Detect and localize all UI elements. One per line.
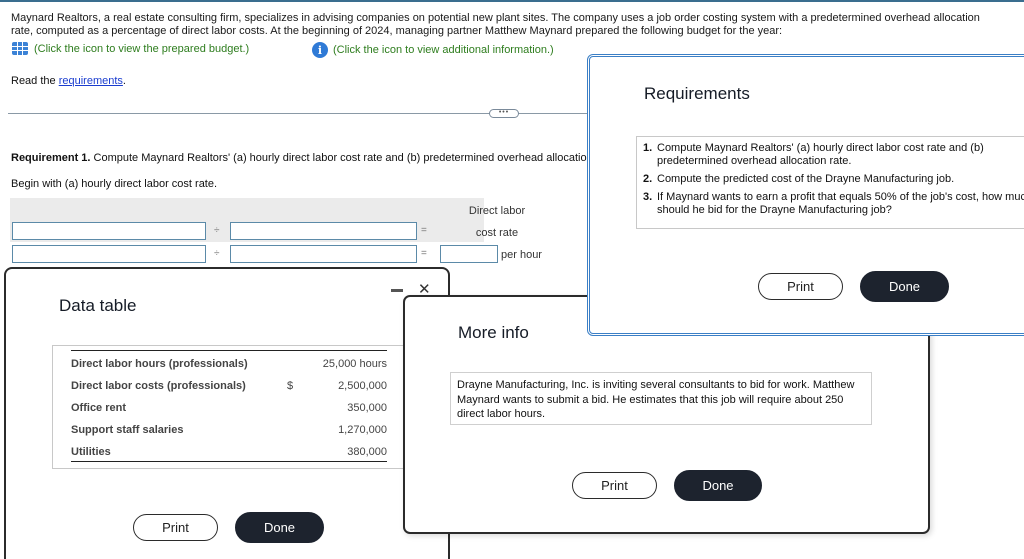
data-table: Direct labor hours (professionals) 25,00… — [52, 345, 412, 469]
info-hint-text: (Click the icon to view additional infor… — [333, 44, 554, 56]
row-label: Direct labor hours (professionals) — [71, 358, 248, 370]
row2-numerator-input[interactable] — [12, 245, 206, 263]
row-label: Office rent — [71, 402, 127, 414]
budget-hint-text: (Click the icon to view the prepared bud… — [34, 42, 250, 55]
labor-rate-result-input[interactable] — [440, 245, 498, 263]
close-icon[interactable]: ✕ — [418, 281, 431, 298]
data-print-button[interactable]: Print — [133, 514, 218, 541]
read-requirements: Read the requirements. — [11, 75, 126, 87]
expand-ellipsis-button[interactable]: ••• — [489, 109, 519, 118]
top-border — [0, 0, 1024, 2]
result-header-line1: Direct labor — [468, 205, 526, 217]
requirement-1-text: Compute Maynard Realtors' (a) hourly dir… — [90, 152, 588, 164]
requirements-modal: Requirements 1. Compute Maynard Realtors… — [587, 54, 1024, 336]
data-table-title: Data table — [59, 296, 137, 315]
more-info-title: More info — [458, 323, 529, 342]
requirements-list: 1. Compute Maynard Realtors' (a) hourly … — [636, 136, 1024, 229]
requirements-title: Requirements — [644, 84, 750, 103]
requirement-text: Compute the predicted cost of the Drayne… — [657, 173, 955, 185]
requirement-item: 1. Compute Maynard Realtors' (a) hourly … — [643, 142, 1024, 168]
per-hour-unit: per hour — [501, 249, 542, 261]
table-row: Office rent 350,000 — [71, 397, 387, 419]
row-value: 2,500,000 — [338, 380, 387, 392]
row1-numerator-input[interactable] — [12, 222, 206, 240]
requirement-number: 2. — [643, 173, 653, 185]
read-suffix: . — [122, 75, 126, 87]
requirement-item: 2. Compute the predicted cost of the Dra… — [643, 173, 1024, 186]
requirement-item: 3. If Maynard wants to earn a profit tha… — [643, 191, 1024, 217]
info-print-button[interactable]: Print — [572, 472, 657, 499]
requirement-number: 3. — [643, 191, 653, 203]
info-icon[interactable]: i — [312, 42, 328, 58]
row-value: 1,270,000 — [338, 424, 387, 436]
info-done-button[interactable]: Done — [674, 470, 762, 501]
table-row: Support staff salaries 1,270,000 — [71, 419, 387, 441]
requirements-link[interactable]: requirements — [58, 75, 123, 87]
problem-intro: Maynard Realtors, a real estate consulti… — [11, 12, 980, 37]
table-bottom-rule — [71, 461, 387, 462]
minimize-icon[interactable] — [391, 289, 403, 292]
requirement-text: Compute Maynard Realtors' (a) hourly dir… — [657, 142, 984, 168]
section-divider — [8, 113, 588, 114]
requirement-1-label: Requirement 1. — [11, 152, 91, 164]
requirement-line: If Maynard wants to earn a profit that e… — [657, 191, 1024, 203]
divide-symbol: ÷ — [214, 248, 220, 259]
budget-hint[interactable]: (Click the icon to view the prepared bud… — [12, 42, 249, 55]
table-grid-icon[interactable] — [12, 42, 28, 55]
data-table-modal: Data table Direct labor hours (professio… — [4, 267, 450, 559]
row2-denominator-input[interactable] — [230, 245, 417, 263]
equals-symbol: = — [421, 225, 427, 236]
row-label: Direct labor costs (professionals) — [71, 380, 246, 392]
begin-instruction: Begin with (a) hourly direct labor cost … — [11, 178, 218, 190]
requirement-1-prompt: Requirement 1. Compute Maynard Realtors'… — [11, 152, 588, 164]
requirement-line: predetermined overhead allocation rate. — [657, 155, 852, 167]
row-label: Support staff salaries — [71, 424, 184, 436]
row-label: Utilities — [71, 446, 111, 458]
result-header-line2: cost rate — [475, 227, 519, 239]
read-prefix: Read the — [11, 75, 59, 87]
table-top-rule — [71, 350, 387, 351]
requirements-done-button[interactable]: Done — [860, 271, 949, 302]
divide-symbol: ÷ — [214, 225, 220, 236]
table-row: Direct labor costs (professionals) $ 2,5… — [71, 375, 387, 397]
more-info-text: Drayne Manufacturing, Inc. is inviting s… — [450, 372, 872, 425]
data-done-button[interactable]: Done — [235, 512, 324, 543]
info-hint[interactable]: i (Click the icon to view additional inf… — [312, 42, 554, 58]
row1-denominator-input[interactable] — [230, 222, 417, 240]
requirement-number: 1. — [643, 142, 653, 154]
requirement-line: Compute Maynard Realtors' (a) hourly dir… — [657, 142, 984, 154]
equals-symbol: = — [421, 248, 427, 259]
table-row: Direct labor hours (professionals) 25,00… — [71, 353, 387, 375]
row-value: 350,000 — [347, 402, 387, 414]
row-symbol: $ — [287, 380, 294, 392]
table-row: Utilities 380,000 — [71, 441, 387, 463]
requirements-print-button[interactable]: Print — [758, 273, 843, 300]
requirement-text: If Maynard wants to earn a profit that e… — [657, 191, 1024, 217]
row-value: 25,000 hours — [322, 358, 387, 370]
requirement-line: should he bid for the Drayne Manufacturi… — [657, 204, 892, 216]
row-value: 380,000 — [347, 446, 387, 458]
